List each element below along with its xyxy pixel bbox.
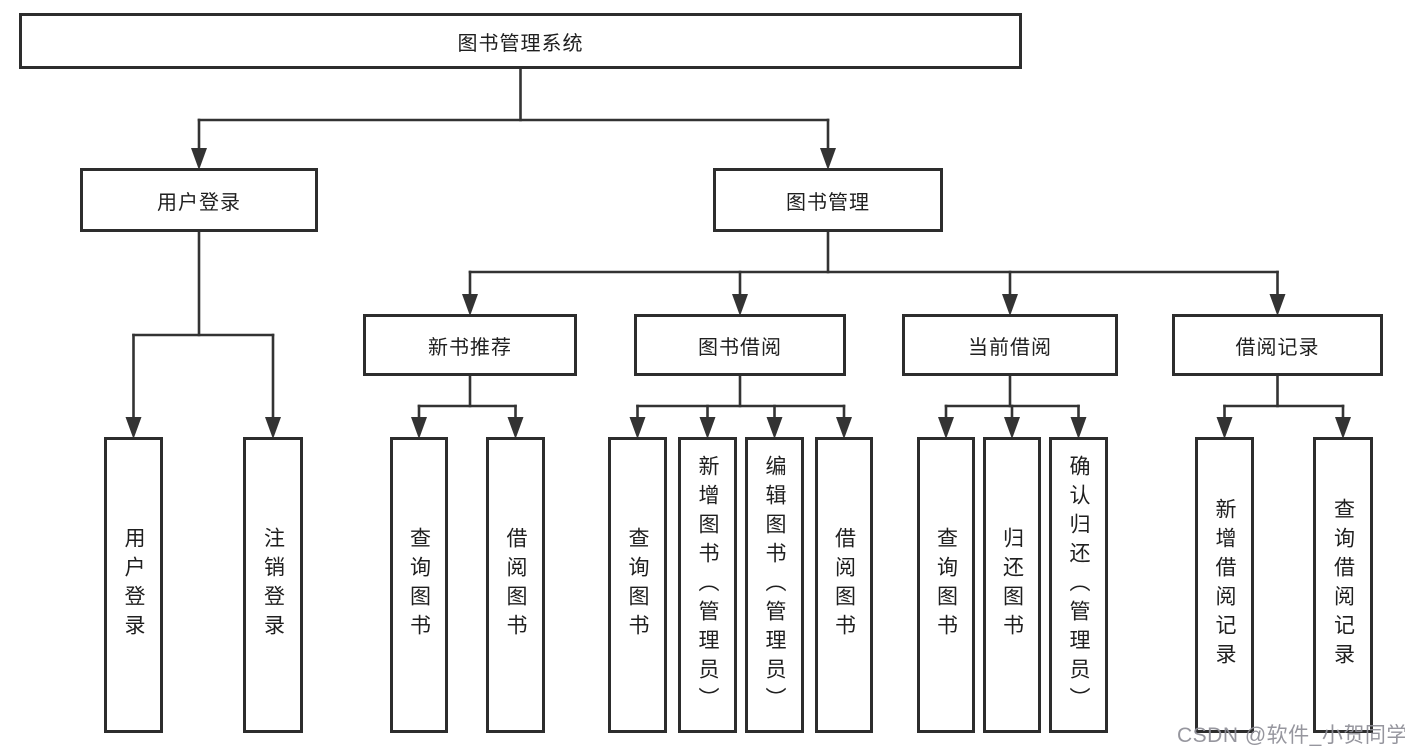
node-leaf-current-return: 归还图书 — [983, 437, 1041, 733]
node-label: 借阅图书 — [832, 527, 856, 643]
node-label: 查询图书 — [626, 527, 649, 643]
node-book-borrow: 图书借阅 — [634, 314, 846, 376]
node-leaf-user-login: 用户登录 — [104, 437, 163, 733]
node-leaf-borrow-add: 新增图书（管理员） — [678, 437, 737, 733]
node-label: 图书管理 — [786, 191, 870, 214]
node-book-mgmt: 图书管理 — [713, 168, 943, 232]
arrowhead-icon — [699, 417, 716, 439]
node-user-login: 用户登录 — [80, 168, 318, 232]
arrowhead-icon — [1335, 417, 1351, 439]
node-label: 图书管理系统 — [457, 32, 584, 55]
arrowhead-icon — [125, 417, 142, 439]
arrowhead-icon — [462, 294, 478, 316]
watermark: CSDN @软件_小贺同学 — [1177, 724, 1405, 747]
node-label: 用户登录 — [122, 527, 145, 643]
node-label: 确认归还（管理员） — [1067, 454, 1090, 716]
arrowhead-icon — [836, 417, 852, 439]
node-label: 用户登录 — [157, 191, 241, 214]
node-leaf-borrow-borrow: 借阅图书 — [815, 437, 873, 733]
node-label: 注销登录 — [261, 527, 285, 643]
node-current-borrow: 当前借阅 — [902, 314, 1118, 376]
arrowhead-icon — [1269, 294, 1286, 316]
node-leaf-logout: 注销登录 — [243, 437, 303, 733]
arrowhead-icon — [938, 417, 954, 439]
node-root: 图书管理系统 — [19, 13, 1022, 69]
node-label: 查询借阅记录 — [1331, 498, 1355, 672]
arrowhead-icon — [766, 417, 783, 439]
arrowhead-icon — [732, 294, 748, 316]
arrowhead-icon — [1070, 417, 1087, 439]
node-leaf-records-query: 查询借阅记录 — [1313, 437, 1373, 733]
node-label: 新书推荐 — [428, 336, 512, 359]
node-leaf-rec-query: 查询图书 — [390, 437, 448, 733]
arrowhead-icon — [191, 148, 207, 170]
arrowhead-icon — [1216, 417, 1233, 439]
node-leaf-current-confirm: 确认归还（管理员） — [1049, 437, 1108, 733]
node-borrow-records: 借阅记录 — [1172, 314, 1383, 376]
node-label: 当前借阅 — [968, 336, 1052, 359]
node-label: 借阅记录 — [1235, 336, 1320, 359]
node-new-book-rec: 新书推荐 — [363, 314, 577, 376]
node-leaf-borrow-edit: 编辑图书（管理员） — [745, 437, 804, 733]
arrowhead-icon — [411, 417, 427, 439]
node-label: 查询图书 — [934, 527, 958, 643]
node-label: 借阅图书 — [504, 527, 527, 643]
arrowhead-icon — [1002, 294, 1018, 316]
node-leaf-records-add: 新增借阅记录 — [1195, 437, 1254, 733]
arrowhead-icon — [265, 417, 281, 439]
node-leaf-rec-borrow: 借阅图书 — [486, 437, 545, 733]
arrowhead-icon — [820, 148, 836, 170]
node-leaf-current-query: 查询图书 — [917, 437, 975, 733]
arrowhead-icon — [629, 417, 646, 439]
node-label: 归还图书 — [1000, 527, 1024, 643]
arrowhead-icon — [1004, 417, 1020, 439]
arrowhead-icon — [507, 417, 524, 439]
node-label: 编辑图书（管理员） — [763, 454, 786, 716]
node-label: 新增图书（管理员） — [696, 454, 719, 716]
node-leaf-borrow-query: 查询图书 — [608, 437, 667, 733]
node-label: 查询图书 — [407, 527, 431, 643]
node-label: 新增借阅记录 — [1213, 498, 1236, 672]
node-label: 图书借阅 — [698, 336, 782, 359]
